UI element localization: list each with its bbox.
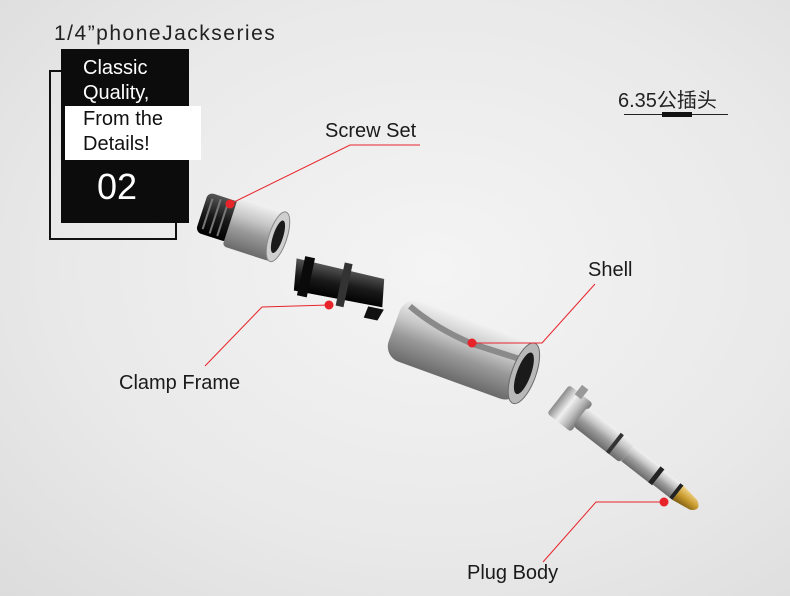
series-title: 1/4”phoneJackseries: [54, 22, 277, 45]
clamp-frame-part: [293, 256, 385, 321]
badge-line-1: Classic: [83, 57, 148, 79]
screw-set-part: [196, 193, 291, 263]
callout-plug-body: Plug Body: [467, 562, 559, 584]
shell-part: [387, 300, 541, 405]
plug-body-part: [548, 384, 699, 510]
callout-clamp-frame: Clamp Frame: [119, 372, 241, 394]
callout-shell: Shell: [588, 259, 633, 281]
badge-line-4: Details!: [83, 133, 150, 155]
callout-screw-set: Screw Set: [325, 120, 417, 142]
badge-white-panel: [65, 106, 201, 160]
chinese-label-underline-accent: [662, 112, 692, 117]
callout-shell-leader: [467, 283, 596, 348]
callout-plug-body-leader: [542, 497, 669, 563]
chinese-label: 6.35公插头: [618, 90, 717, 112]
callout-screw-set-leader: [225, 144, 420, 209]
badge-line-2: Quality,: [83, 82, 150, 104]
badge-line-3: From the: [83, 108, 164, 130]
badge-number: 02: [97, 166, 138, 207]
callout-clamp-frame-leader: [204, 300, 334, 367]
